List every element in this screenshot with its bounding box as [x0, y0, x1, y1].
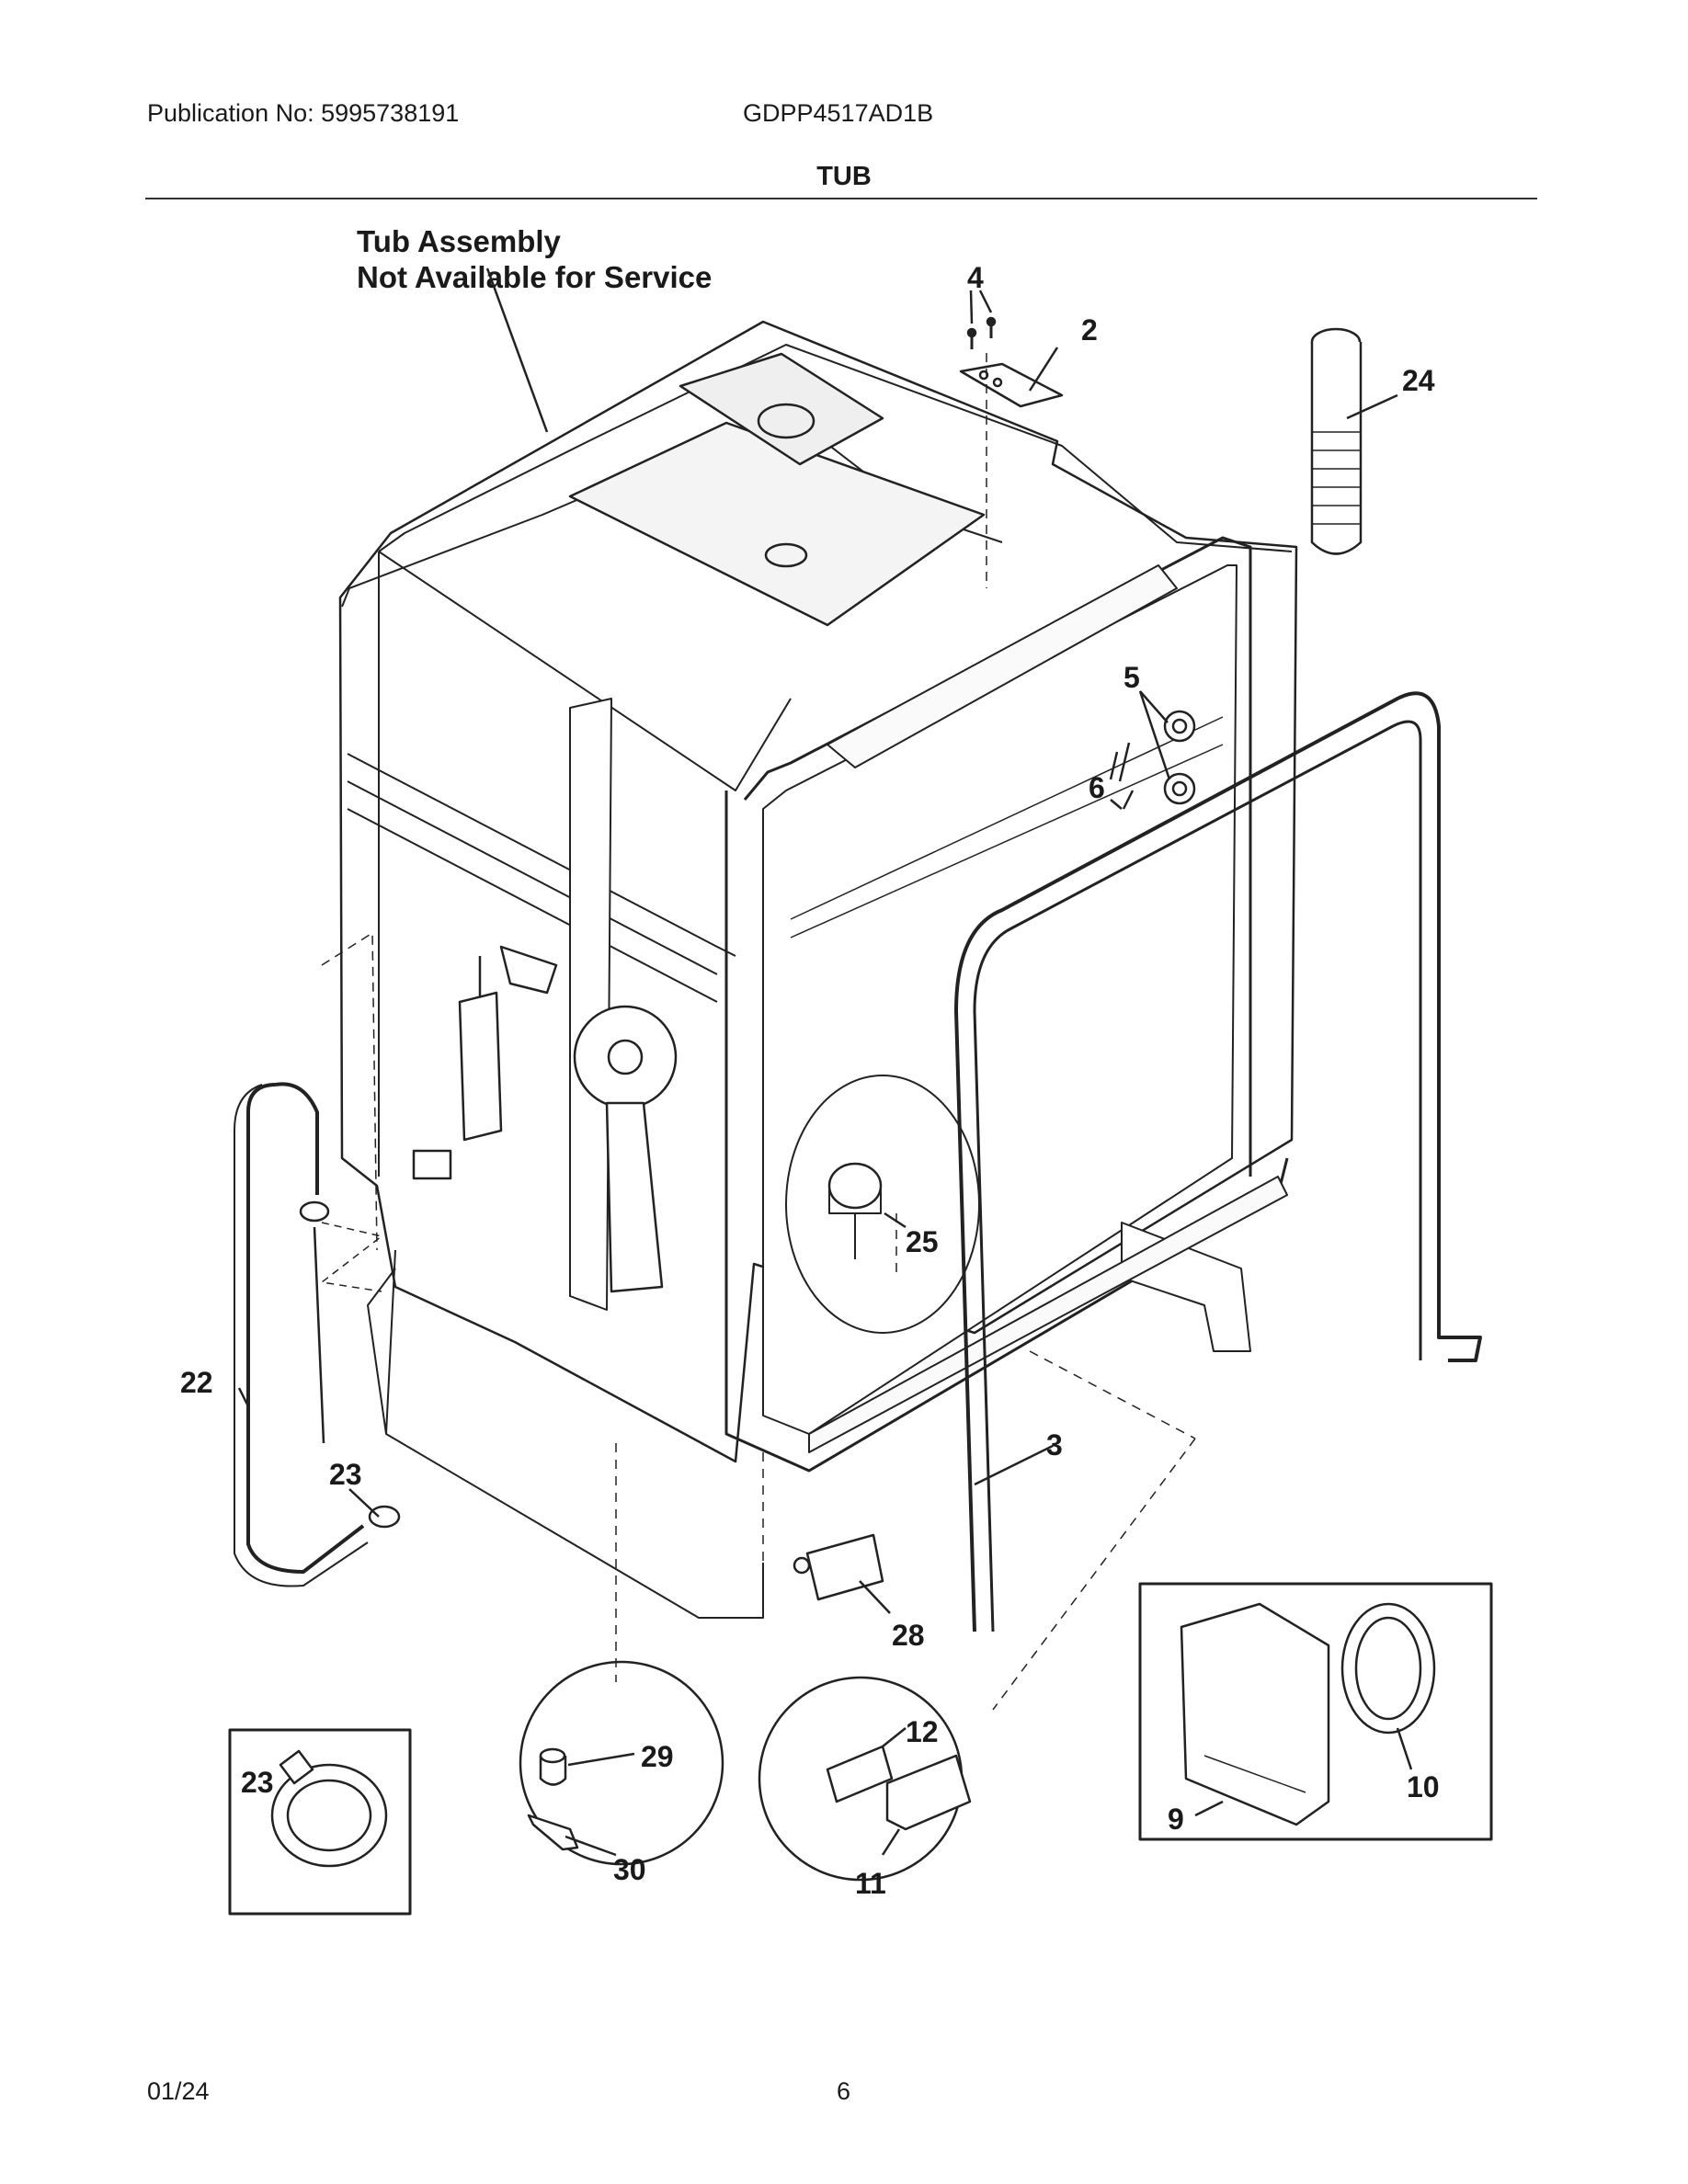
part-23-clamp [299, 1200, 401, 1529]
callout-10: 10 [1407, 1770, 1440, 1803]
callout-22: 22 [180, 1366, 213, 1399]
callout-4: 4 [967, 261, 984, 294]
callout-24: 24 [1402, 364, 1435, 397]
callout-28: 28 [892, 1619, 925, 1652]
callout-11: 11 [855, 1867, 886, 1900]
section-title: TUB [816, 162, 872, 191]
header-divider [145, 198, 1537, 199]
tub-body [338, 320, 1298, 1619]
part-4-screws [966, 316, 997, 349]
model-number: GDPP4517AD1B [743, 99, 934, 127]
part-3-gasket [954, 691, 1482, 1632]
callout-2: 2 [1081, 313, 1098, 347]
callout-23-inset: 23 [241, 1766, 274, 1799]
tub-assembly-note-line1: Tub Assembly [357, 224, 561, 258]
inset-29-30 [519, 1660, 724, 1866]
tub-assembly-note-line2: Not Available for Service [357, 260, 713, 294]
inset-9-10 [1138, 1582, 1493, 1841]
callout-25: 25 [906, 1225, 939, 1258]
footer-page-number: 6 [837, 2077, 851, 2105]
callout-6: 6 [1089, 771, 1105, 804]
inset-23 [228, 1728, 412, 1916]
callout-30: 30 [613, 1853, 646, 1886]
part-6-screws [1118, 742, 1135, 810]
part-2-bracket [959, 362, 1064, 408]
callout-23: 23 [329, 1458, 362, 1491]
part-28-switch [793, 1533, 884, 1601]
callout-29: 29 [641, 1740, 674, 1773]
callout-9: 9 [1168, 1803, 1184, 1836]
part-22-drain-hose [246, 1083, 365, 1574]
callout-3: 3 [1046, 1428, 1063, 1462]
part-24-hose [1310, 327, 1363, 555]
publication-number: Publication No: 5995738191 [147, 99, 460, 127]
leader-tub-note [485, 267, 549, 433]
part-5-bumpers [1163, 710, 1196, 805]
footer-date: 01/24 [147, 2077, 210, 2105]
callout-5: 5 [1123, 661, 1140, 694]
callout-12: 12 [906, 1715, 939, 1748]
